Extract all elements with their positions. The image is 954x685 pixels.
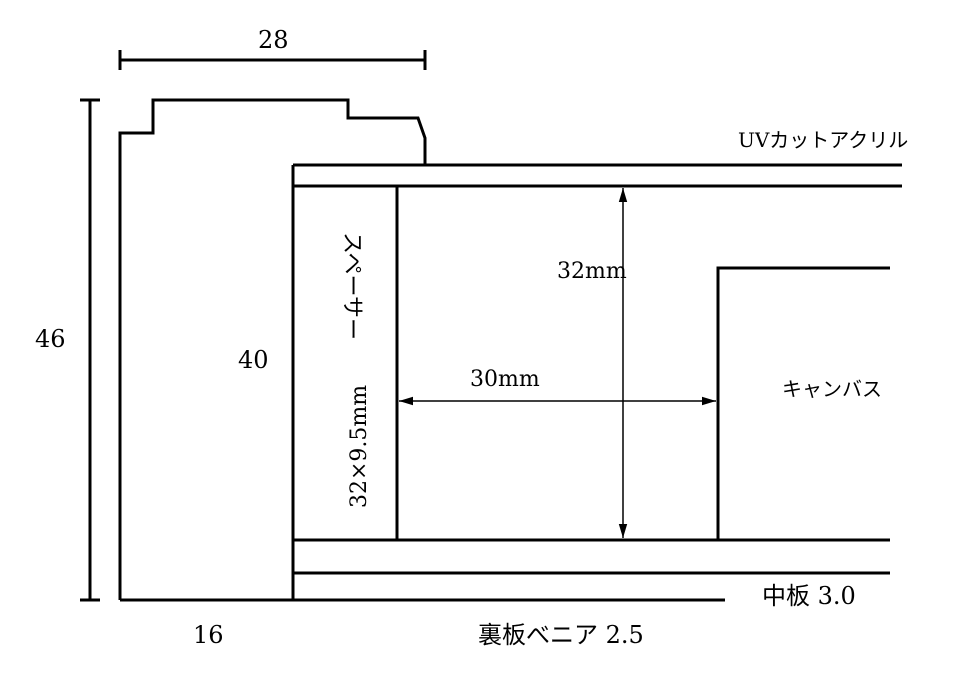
frame-width-label: 28 [258, 26, 289, 54]
inner-height-label: 40 [238, 346, 269, 374]
rabbet-width-label: 16 [193, 621, 224, 649]
frame-profile [118, 98, 427, 600]
middle-board-label: 中板 3.0 [762, 582, 856, 610]
back-board-label: 裏板べニア 2.5 [478, 621, 644, 649]
spacer-name-label: スペーサー [339, 232, 364, 340]
spacer-size-label: 32×9.5mm [347, 385, 372, 508]
spacer-depth-label: 32mm [557, 259, 627, 284]
canvas-outline [716, 266, 890, 540]
frame-width-dimension: 28 [118, 26, 427, 70]
acrylic-label: UVカットアクリル [738, 128, 908, 152]
frame-height-label: 46 [35, 325, 66, 353]
frame-height-dimension: 46 [35, 98, 100, 602]
canvas-label: キャンバス [782, 377, 882, 401]
spacer-gap-label: 30mm [470, 367, 540, 392]
